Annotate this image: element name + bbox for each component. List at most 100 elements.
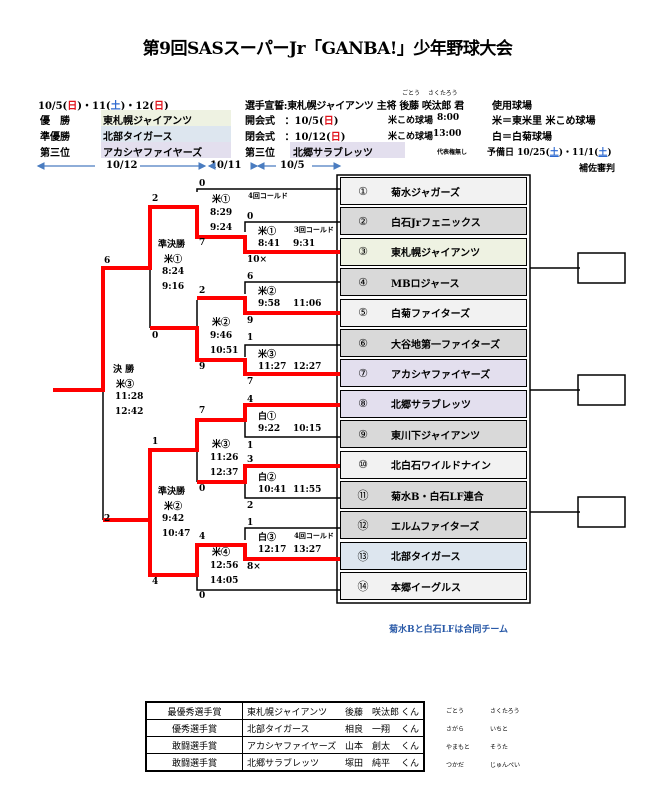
team-name: エルムファイターズ: [391, 521, 480, 533]
opening-date: 10/5(: [294, 116, 324, 127]
winner-path-team10: [197, 464, 340, 484]
arrow-label-day1: 10/5: [280, 160, 305, 171]
award-row: 優秀選手賞北部タイガース相良 一翔くん: [145, 719, 425, 737]
team-number: ④: [358, 275, 368, 289]
score-bottom: 10×: [247, 255, 268, 265]
match-field: 白①: [258, 412, 277, 422]
line-r2a-top: [196, 188, 340, 192]
runner-up-team: 北部タイガース: [103, 132, 173, 143]
closing-date: 10/12(: [294, 132, 331, 143]
winner-path-main: [53, 205, 340, 392]
closing-sep: ：: [284, 132, 295, 143]
date-4: ): [164, 101, 169, 112]
final-end: 12:42: [115, 407, 144, 417]
match-field: 米③: [212, 440, 231, 450]
closing-close: ): [340, 132, 346, 143]
runner-up-label: 準優勝: [40, 132, 70, 143]
score-top: 6: [247, 272, 254, 282]
match-field: 米①: [164, 255, 183, 265]
match-field: 米①: [212, 195, 231, 205]
match-end-time: 10:51: [210, 346, 239, 356]
match-start-time: 11:26: [210, 453, 239, 463]
match-start-time: 12:56: [210, 561, 239, 571]
third2-label: 第三位: [245, 148, 275, 159]
award-recipient: 北郷サラブレッツ塚田 純平くん: [241, 753, 425, 772]
ruby-given-name: いちと: [490, 726, 509, 733]
semifinal-label: 準決勝: [158, 487, 186, 497]
assist-umpire: 補佐審判: [579, 164, 616, 174]
award-name: 敢闘選手賞: [145, 736, 243, 754]
score-top: 3: [247, 455, 254, 465]
called-game-note: 4回コールド: [248, 191, 288, 200]
date-2: )・11(: [77, 101, 111, 112]
match-start-time: 9:46: [210, 331, 233, 341]
opening-close: ): [333, 116, 339, 127]
team-name: 大谷地第一ファイターズ: [391, 339, 501, 351]
match-end-time: 12:37: [210, 468, 239, 478]
line-r1a-top: [244, 221, 340, 232]
team-note: 菊水Bと白石LFは合同チーム: [389, 625, 509, 635]
runner-up-bg: [101, 126, 231, 142]
award-player: 山本 創太: [344, 741, 390, 752]
match-end-time: 13:27: [293, 545, 322, 555]
score-bottom: 0: [199, 591, 206, 601]
team-name: 白菊ファイターズ: [391, 309, 471, 321]
score-top: 0: [199, 179, 206, 189]
award-suffix: くん: [400, 758, 419, 769]
team-number: ②: [358, 214, 368, 228]
third2-bg: [290, 142, 405, 158]
final-score-bottom: 2: [104, 514, 111, 524]
team-row: ⑤ 白菊ファイターズ: [340, 298, 527, 327]
match-start-time: 8:29: [210, 208, 233, 218]
weekday-1: 日: [67, 101, 78, 112]
team-number: ⑪: [357, 489, 369, 502]
arrow-label-day2: 10/11: [210, 160, 242, 171]
reserve-weekday-2: 土: [598, 148, 608, 158]
team-number: ⑤: [358, 306, 368, 320]
match-field: 米①: [258, 227, 277, 237]
team-name: 白石Jrフェニックス: [391, 217, 481, 229]
closing-time: 13:00: [433, 129, 462, 139]
score-top: 4: [247, 395, 254, 405]
team-name: 北郷サラブレッツ: [391, 400, 471, 412]
third2-note: 代表権無し: [437, 149, 468, 156]
award-player: 相良 一翔: [344, 724, 390, 735]
ruby-given-name: じゅんぺい: [490, 762, 521, 769]
score-bottom: 0: [152, 331, 159, 341]
ruby-surname: さがら: [446, 726, 465, 733]
team-number: ⑩: [358, 458, 368, 472]
weekday-2: 土: [110, 101, 121, 112]
third-bg: [101, 142, 231, 158]
winner-bg: [101, 110, 231, 126]
score-bottom: 9: [247, 316, 254, 326]
opening-venue: 米こめ球場: [388, 116, 434, 126]
team-name: 菊水B・白石LF連合: [391, 491, 484, 503]
match-end-time: 9:16: [162, 282, 185, 292]
opening-sep: ：: [284, 116, 295, 127]
score-bottom: 0: [199, 484, 206, 494]
page-title: 第9回SASスーパーJr「GANBA!」少年野球大会: [142, 39, 513, 59]
team-name: 東川下ジャイアンツ: [391, 430, 481, 442]
team-name: 本郷イーグルス: [391, 582, 461, 594]
match-end-time: 11:55: [293, 485, 322, 495]
date-1: 10/5(: [38, 101, 68, 112]
match-end-time: 10:15: [293, 424, 322, 434]
award-name: 優秀選手賞: [145, 719, 243, 737]
third2-team: 北郷サラブレッツ: [293, 148, 373, 159]
score-bottom: 8×: [247, 562, 261, 572]
ruby-surname: やまもと: [446, 744, 470, 751]
team-name: 菊水ジャガーズ: [391, 187, 460, 199]
award-team: 東札幌ジャイアンツ: [246, 707, 328, 718]
team-name: アカシヤファイヤーズ: [391, 369, 491, 381]
winner-path-team5: [197, 296, 340, 315]
tournament-dates: 10/5(日)・11(土)・12(日): [38, 97, 169, 112]
team-number: ⑦: [358, 366, 368, 380]
opening-label: 開会式: [245, 116, 275, 127]
winner-team: 東札幌ジャイアンツ: [103, 116, 193, 127]
match-start-time: 9:58: [258, 299, 281, 309]
match-field: 白③: [258, 533, 277, 543]
award-suffix: くん: [400, 724, 419, 735]
date-3: )・12(: [120, 101, 155, 112]
